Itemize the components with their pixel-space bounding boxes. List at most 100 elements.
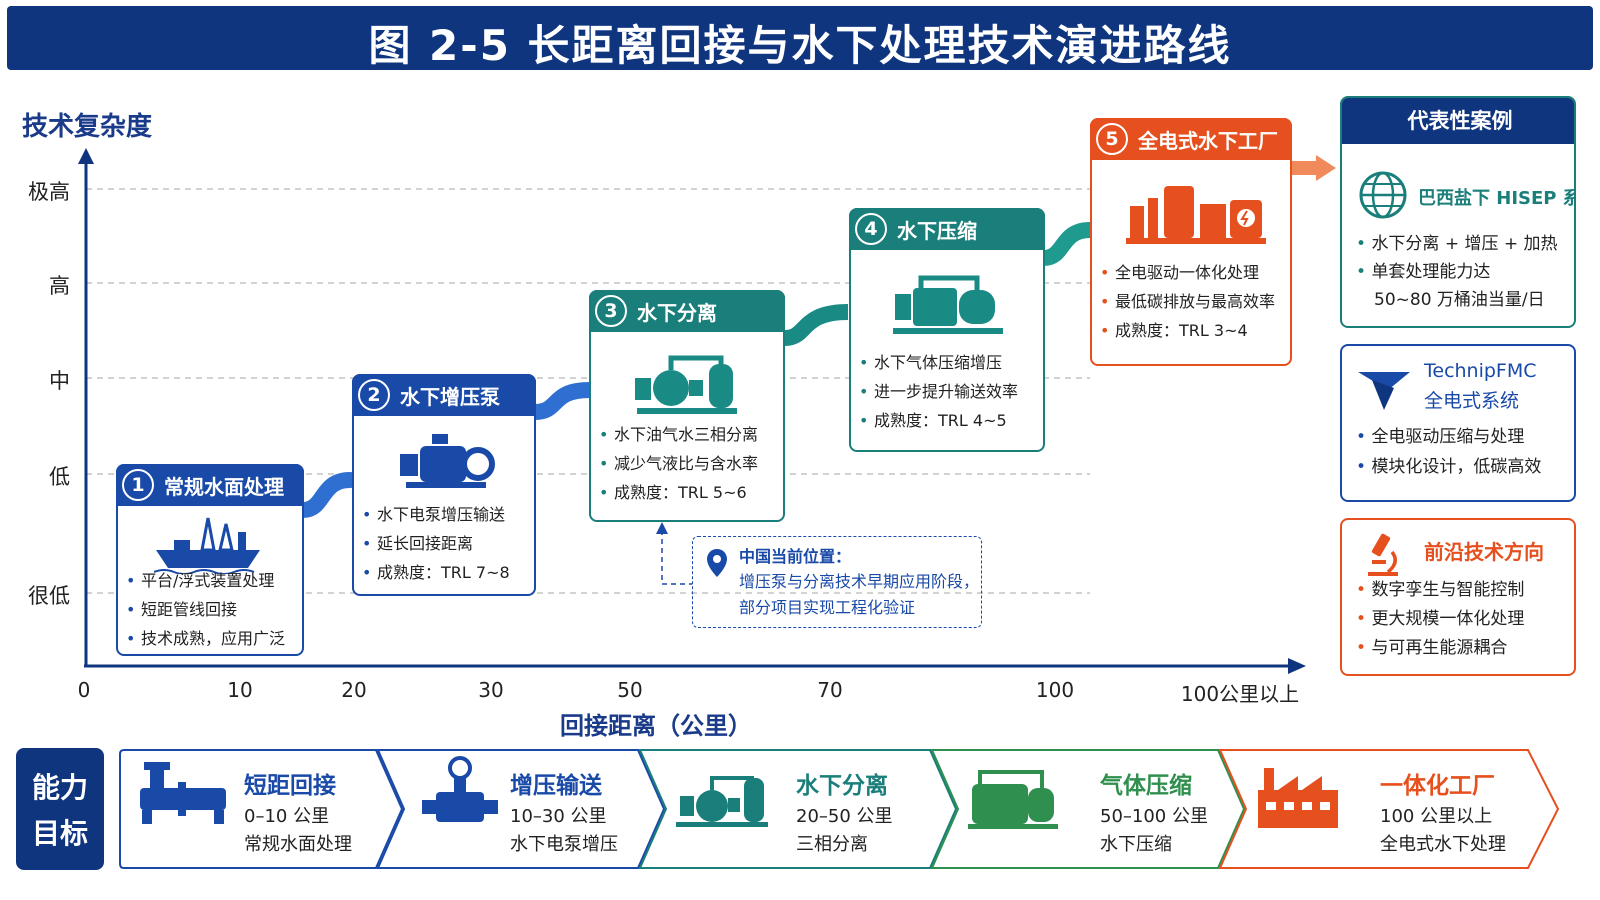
stage-4-bullet: 成熟度：TRL 4~5 [859,406,1018,435]
stage-3-card: 3 水下分离 水下油气水三相分离 减少气液比与含水率 成熟度：TRL 5~6 [589,290,785,522]
stage-4-bullet: 水下气体压缩增压 [859,348,1018,377]
compressor-icon [893,275,1003,334]
stage-1-bullet: 平台/浮式装置处理 [126,566,285,595]
china-pointer-arrow [656,522,668,534]
case-technipfmc-subtitle: 全电式系统 [1424,390,1520,412]
stage-4-card: 4 水下压缩 水下气体压缩增压 进一步提升输送效率 成熟度：TRL 4~5 [849,208,1045,452]
case-frontier-title: 前沿技术方向 [1424,540,1544,564]
stage-3-bullet: 水下油气水三相分离 [599,420,758,449]
x-tick-20: 20 [341,678,367,702]
china-position-box: 中国当前位置： 增压泵与分离技术早期应用阶段， 部分项目实现工程化验证 [692,536,982,628]
y-level-mid: 中 [49,369,70,393]
stage-1-title: 常规水面处理 [164,474,284,499]
capability-title-5: 一体化工厂 [1380,773,1495,799]
capability-chevrons [119,749,1560,869]
stage-1-card: 1 常规水面处理 平台/浮式装置处理 短距管线回接 技术成熟，应用广泛 [116,464,304,656]
stage-2-bullet: 成熟度：TRL 7~8 [362,558,510,587]
stage-2-bullet: 水下电泵增压输送 [362,500,510,529]
x-axis-title: 回接距离（公里） [560,712,752,740]
platform-ship-icon [154,517,260,574]
x-tick-70: 70 [817,678,843,702]
separator-icon [635,355,737,414]
stage-2-title: 水下增压泵 [400,384,500,409]
stage-4-header: 4 水下压缩 [849,208,1045,250]
stage-5-bullet: 全电驱动一体化处理 [1100,258,1275,287]
china-position-line: 部分项目实现工程化验证 [739,598,916,617]
capability-desc-3: 三相分离 [796,834,868,855]
stage-3-bullet: 成熟度：TRL 5~6 [599,478,758,507]
capability-desc-5: 全电式水下处理 [1380,834,1506,855]
pipe-valve-icon [140,762,226,824]
stage-2-bullet: 延长回接距离 [362,529,510,558]
stage-4-bullet: 进一步提升输送效率 [859,377,1018,406]
stage-2-number: 2 [358,379,390,411]
y-level-low: 低 [49,465,70,489]
y-level-very-high: 极高 [28,180,70,204]
technipfmc-logo-icon [1358,372,1410,410]
gas-compressor-icon [968,770,1058,829]
stage-2-card: 2 水下增压泵 水下电泵增压输送 延长回接距离 成熟度：TRL 7~8 [352,374,536,596]
connector-4-5 [1042,222,1091,266]
case-technipfmc-title: TechnipFMC [1424,360,1537,382]
cases-header: 代表性案例 [1342,98,1574,144]
stage-1-header: 1 常规水面处理 [116,464,304,506]
stage-1-number: 1 [122,469,154,501]
stage-3-title: 水下分离 [637,300,717,325]
stage-5-title: 全电式水下工厂 [1138,128,1278,153]
connector-1-2 [295,472,358,518]
capability-label-line2: 目标 [31,817,88,850]
china-position-title: 中国当前位置： [739,547,852,566]
stage-5-header: 5 全电式水下工厂 [1090,118,1292,160]
stage-5-bullet: 最低碳排放与最高效率 [1100,287,1275,316]
stage-1-bullet: 短距管线回接 [126,595,285,624]
y-axis-arrow [78,148,94,164]
capability-range-5: 100 公里以上 [1380,806,1493,827]
title-bar: 图 2-5 长距离回接与水下处理技术演进路线 [7,6,1593,70]
connector-2-3 [534,382,591,420]
x-tick-30: 30 [478,678,504,702]
y-level-very-low: 很低 [28,584,70,608]
stage-4-number: 4 [855,213,887,245]
capability-range-3: 20–50 公里 [796,806,893,827]
capability-desc-2: 水下电泵增压 [510,834,618,855]
globe-icon [1359,171,1407,219]
stage-1-bullet: 技术成熟，应用广泛 [126,624,285,653]
capability-range-2: 10–30 公里 [510,806,607,827]
x-tick-10: 10 [227,678,253,702]
capability-label-line1: 能力 [31,771,88,804]
x-tick-0: 0 [77,678,91,702]
capability-range-1: 0–10 公里 [244,806,330,827]
stage-5-number: 5 [1096,123,1128,155]
x-tick-100-plus: 100公里以上 [1180,682,1300,706]
pump-icon [400,434,495,488]
case-hisep-bullet: 50~80 万桶油当量/日 [1374,290,1545,310]
x-axis-arrow [1288,658,1306,674]
china-pointer-line [661,530,692,585]
case-card-technipfmc: TechnipFMC 全电式系统 • 全电驱动压缩与处理 • 模块化设计，低碳高… [1340,344,1576,502]
capability-label: 能力 目标 [16,748,104,870]
stage-3-header: 3 水下分离 [589,290,785,332]
factory-icon [1258,768,1338,828]
china-position-line: 增压泵与分离技术早期应用阶段， [739,572,980,591]
x-tick-50: 50 [617,678,643,702]
capability-desc-1: 常规水面处理 [244,834,352,855]
case-hisep-bullet: • 单套处理能力达 [1356,262,1491,282]
valve-pump-icon [422,756,498,822]
stage-5-bullet: 成熟度：TRL 3~4 [1100,316,1275,345]
case-card-frontier: 前沿技术方向 • 数字孪生与智能控制 • 更大规模一体化处理 • 与可再生能源耦… [1340,518,1576,676]
capability-title-3: 水下分离 [796,773,888,799]
microscope-icon [1368,533,1398,576]
capability-title-2: 增压输送 [510,773,602,799]
y-axis-title: 技术复杂度 [22,112,153,142]
location-pin-icon [707,549,727,577]
connector-5-arrow [1316,155,1336,181]
case-technipfmc-bullet: • 全电驱动压缩与处理 [1356,427,1525,447]
page-title: 图 2-5 长距离回接与水下处理技术演进路线 [368,21,1232,70]
capability-title-4: 气体压缩 [1100,773,1192,799]
case-hisep-title: 巴西盐下 HISEP 系统 [1418,188,1574,209]
subsea-factory-icon [1126,186,1266,244]
case-hisep-bullet: • 水下分离 + 增压 + 加热 [1356,234,1558,254]
stage-3-number: 3 [595,295,627,327]
case-card-hisep: 代表性案例 巴西盐下 HISEP 系统 • 水下分离 + 增压 + 加热 • 单… [1340,96,1576,328]
